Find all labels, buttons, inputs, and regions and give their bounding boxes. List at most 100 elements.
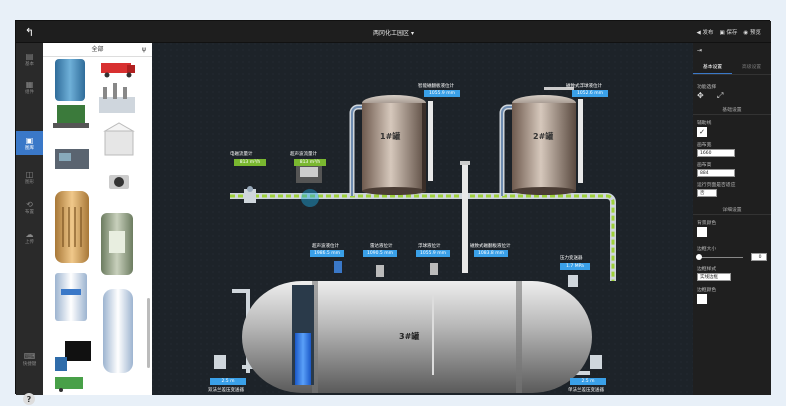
panel-tabs: 基本设置 高级设置 bbox=[693, 61, 771, 75]
thumb-camera[interactable] bbox=[109, 175, 129, 189]
gallery-icon: ▣ bbox=[25, 135, 34, 145]
thumb-boiler[interactable] bbox=[55, 273, 87, 321]
rail-item-upload[interactable]: ☁上传 bbox=[16, 225, 43, 249]
thumb-white-tank[interactable] bbox=[103, 289, 133, 373]
bg-color-label: 背景颜色 bbox=[697, 221, 717, 226]
mag-float-level-rod[interactable] bbox=[460, 161, 470, 273]
magfloat-level-label: 磁致式浮球液位计 bbox=[566, 84, 602, 89]
adapt-select[interactable]: 否 bbox=[697, 189, 717, 197]
adapt-label: 运行页面是否适应 bbox=[697, 183, 736, 188]
dp-left-value: 2.5 m bbox=[210, 378, 246, 385]
back-arrow-icon[interactable]: ↰ bbox=[24, 25, 35, 39]
border-style-select[interactable]: 实线边框 bbox=[697, 273, 731, 281]
rail-label: 组件 bbox=[25, 89, 34, 95]
tank-1[interactable] bbox=[362, 95, 433, 195]
left-rail: ▤基本 ▦组件 ▣图库 ◫图形 ⟲布置 ☁上传 ⌨快捷键 ? bbox=[16, 43, 43, 405]
dp-right-label: 单法兰差压变送器 bbox=[568, 388, 604, 393]
library-scrollbar[interactable] bbox=[147, 298, 150, 368]
thumb-box[interactable] bbox=[103, 122, 135, 156]
tank-2-label: 2#罐 bbox=[533, 132, 554, 141]
us-level-value: 1986.5 mm bbox=[310, 250, 344, 257]
dp-transmitter-left[interactable] bbox=[214, 355, 226, 369]
scada-canvas[interactable]: 1#罐 2#罐 3#罐 电磁流量计 813 m³/h 超声波流量计 813 m³… bbox=[152, 43, 693, 395]
grid-label: 辅助线 bbox=[697, 121, 712, 126]
ultrasonic-flowmeter[interactable] bbox=[296, 163, 322, 207]
rail-item-shortcuts[interactable]: ⌨快捷键 bbox=[16, 347, 43, 371]
thumb-machine[interactable] bbox=[55, 149, 89, 169]
thumb-monitor[interactable] bbox=[55, 341, 91, 371]
bg-color-swatch[interactable] bbox=[697, 227, 707, 237]
emf-label: 电磁流量计 bbox=[230, 152, 253, 157]
tank-1-label: 1#罐 bbox=[380, 132, 401, 141]
rail-label: 图库 bbox=[25, 145, 34, 151]
resize-icon[interactable]: ⤢ bbox=[717, 91, 724, 100]
rail-label: 快捷键 bbox=[22, 361, 37, 367]
thumb-mixer-truck[interactable] bbox=[55, 377, 83, 392]
canvas-width-input[interactable]: 1660 bbox=[697, 149, 735, 157]
canvas-height-input[interactable]: 884 bbox=[697, 169, 735, 177]
canvas-drawing bbox=[152, 43, 693, 395]
rail-item-layout[interactable]: ⟲布置 bbox=[16, 195, 43, 219]
border-size-input[interactable]: 0 bbox=[751, 253, 767, 261]
thumb-red-truck[interactable] bbox=[101, 63, 135, 78]
thumb-factory[interactable] bbox=[99, 83, 135, 113]
project-title[interactable]: 两冈化工园区 ▾ bbox=[373, 30, 414, 37]
preview-label: 预览 bbox=[749, 30, 761, 36]
tab-basic-settings[interactable]: 基本设置 bbox=[693, 61, 732, 74]
sensor-blue[interactable] bbox=[334, 261, 342, 273]
top-bar: ↰ 两冈化工园区 ▾ ◀ 发布 ▣ 保存 ◉ 预览 bbox=[16, 21, 771, 43]
properties-panel: ⇥ 基本设置 高级设置 功能选择 ✥ ⤢ 基础设置 辅助线 ✓ 画布宽 1660… bbox=[693, 43, 771, 395]
smart-level-value: 1055.9 mm bbox=[424, 90, 460, 97]
help-icon[interactable]: ? bbox=[23, 393, 35, 405]
library-thumbnails bbox=[53, 59, 135, 392]
rail-item-gallery[interactable]: ▣图库 bbox=[16, 131, 43, 155]
tab-advanced-settings[interactable]: 高级设置 bbox=[741, 65, 762, 70]
function-label: 功能选择 bbox=[697, 85, 717, 90]
detail-section-header: 详细设置 bbox=[693, 207, 771, 215]
thumb-blue-tank[interactable] bbox=[55, 59, 85, 101]
save-button[interactable]: ▣ 保存 bbox=[719, 30, 738, 36]
library-tab-all[interactable]: 全部 bbox=[91, 46, 104, 53]
width-label: 画布宽 bbox=[697, 143, 712, 148]
magfloat-level-value: 1052.6 mm bbox=[572, 90, 608, 97]
float-sensor[interactable] bbox=[430, 263, 438, 275]
dp-transmitter-right[interactable] bbox=[590, 355, 602, 369]
pressure-transmitter[interactable] bbox=[568, 275, 578, 287]
electromagnetic-flowmeter[interactable] bbox=[244, 186, 256, 203]
component-library: 全部 ψ bbox=[43, 43, 152, 395]
border-color-swatch[interactable] bbox=[697, 294, 707, 304]
preview-button[interactable]: ◉ 预览 bbox=[743, 30, 761, 36]
pressure-label: 压力变送器 bbox=[560, 256, 583, 261]
border-size-label: 边框大小 bbox=[697, 247, 717, 252]
thumb-pump[interactable] bbox=[53, 105, 89, 128]
pin-icon[interactable]: ψ bbox=[142, 46, 146, 53]
thumb-gold-tank[interactable] bbox=[55, 191, 89, 263]
grid-checkbox[interactable]: ✓ bbox=[697, 127, 707, 137]
tank-3[interactable] bbox=[242, 281, 642, 395]
rail-item-basic[interactable]: ▤基本 bbox=[16, 47, 43, 71]
rail-item-shape[interactable]: ◫图形 bbox=[16, 165, 43, 189]
magflip-level-value: 1083.8 mm bbox=[474, 250, 508, 257]
move-icon[interactable]: ✥ bbox=[697, 91, 704, 100]
shape-icon: ◫ bbox=[25, 169, 34, 179]
radar-sensor[interactable] bbox=[376, 265, 384, 277]
tank-2[interactable] bbox=[512, 87, 583, 195]
smart-level-label: 智能磁翻板液位计 bbox=[418, 84, 454, 89]
border-size-slider-handle[interactable] bbox=[696, 254, 702, 260]
collapse-panel-icon[interactable]: ⇥ bbox=[697, 47, 703, 54]
toolbar-actions: ◀ 发布 ▣ 保存 ◉ 预览 bbox=[696, 28, 761, 36]
emf-value: 813 m³/h bbox=[234, 159, 266, 166]
rail-label: 上传 bbox=[25, 239, 34, 245]
pressure-value: 1.7 MPa bbox=[560, 263, 590, 270]
thumb-green-tank[interactable] bbox=[101, 213, 133, 275]
rail-item-component[interactable]: ▦组件 bbox=[16, 75, 43, 99]
height-label: 画布高 bbox=[697, 163, 712, 168]
border-size-slider[interactable] bbox=[697, 257, 743, 258]
usf-value: 813 m³/h bbox=[294, 159, 326, 166]
dp-right-value: 2.5 m bbox=[570, 378, 606, 385]
rail-label: 布置 bbox=[25, 209, 34, 215]
border-color-label: 边框颜色 bbox=[697, 288, 717, 293]
publish-button[interactable]: ◀ 发布 bbox=[696, 30, 714, 36]
float-level-label: 浮球液位计 bbox=[418, 244, 441, 249]
basic-section-header: 基础设置 bbox=[693, 107, 771, 115]
